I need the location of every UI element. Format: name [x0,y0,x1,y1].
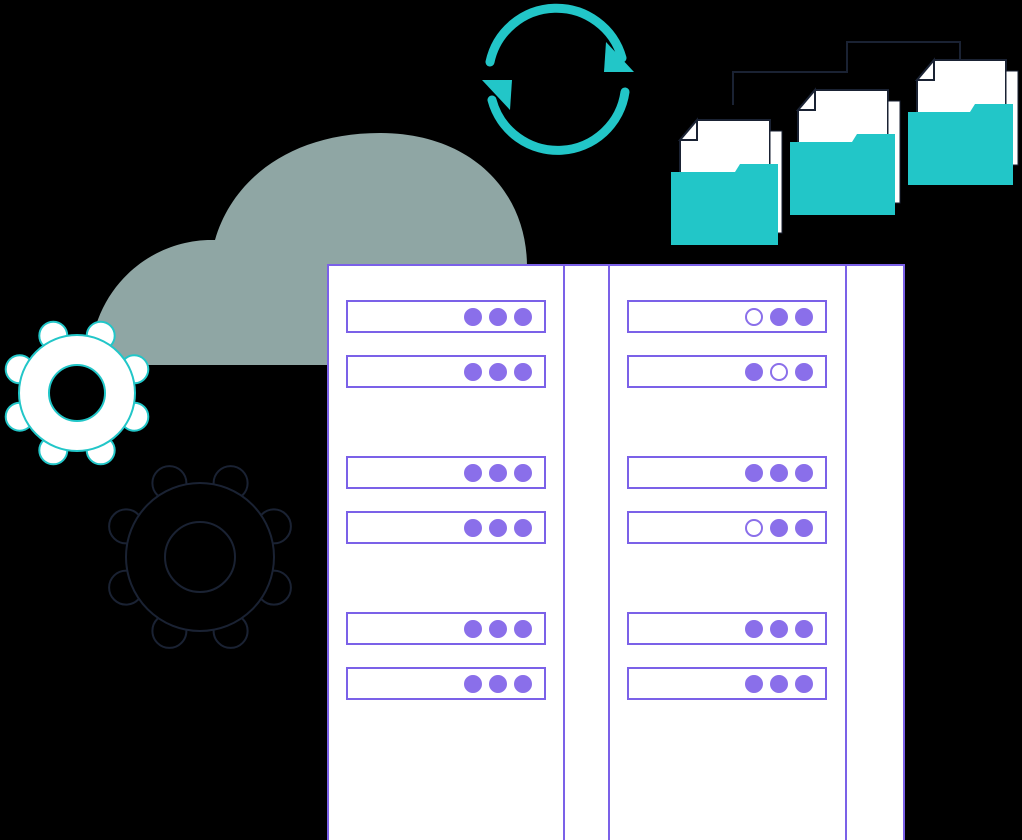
status-led-on [795,308,813,326]
status-led-on [489,363,507,381]
status-led-on [464,519,482,537]
status-led-on [770,675,788,693]
status-led-on [770,464,788,482]
status-led-on [795,675,813,693]
status-led-on [489,675,507,693]
status-led-on [489,308,507,326]
gear-icon [4,320,150,466]
status-led-on [745,464,763,482]
server-slot [627,511,827,544]
status-led-on [770,308,788,326]
status-led-off [745,308,763,326]
status-led-on [745,620,763,638]
server-slot [627,355,827,388]
status-led-on [489,519,507,537]
status-led-on [464,308,482,326]
status-led-on [770,620,788,638]
server-rack-icon [327,264,905,840]
status-led-on [514,308,532,326]
status-led-on [514,675,532,693]
status-led-on [489,464,507,482]
folder-icon [908,57,1019,185]
server-slot [627,300,827,333]
status-led-on [770,519,788,537]
server-slot [346,300,546,333]
status-led-off [770,363,788,381]
status-led-on [795,464,813,482]
folder-connector-lines [732,41,961,105]
status-led-on [514,363,532,381]
status-led-on [745,363,763,381]
status-led-on [464,675,482,693]
server-slot [627,612,827,645]
server-slot [627,456,827,489]
server-slot [346,456,546,489]
status-led-on [464,464,482,482]
status-led-on [489,620,507,638]
server-slot [346,612,546,645]
folder-icon [790,87,901,215]
status-led-on [795,620,813,638]
status-led-on [514,519,532,537]
status-led-on [514,464,532,482]
status-led-on [514,620,532,638]
server-slot [346,355,546,388]
server-slot [346,511,546,544]
server-slot [627,667,827,700]
sync-arrows-icon [482,3,634,155]
status-led-on [464,620,482,638]
server-slot [346,667,546,700]
status-led-on [464,363,482,381]
gear-icon [108,465,292,649]
status-led-on [745,675,763,693]
status-led-off [745,519,763,537]
folder-icon [671,117,783,245]
status-led-on [795,519,813,537]
status-led-on [795,363,813,381]
